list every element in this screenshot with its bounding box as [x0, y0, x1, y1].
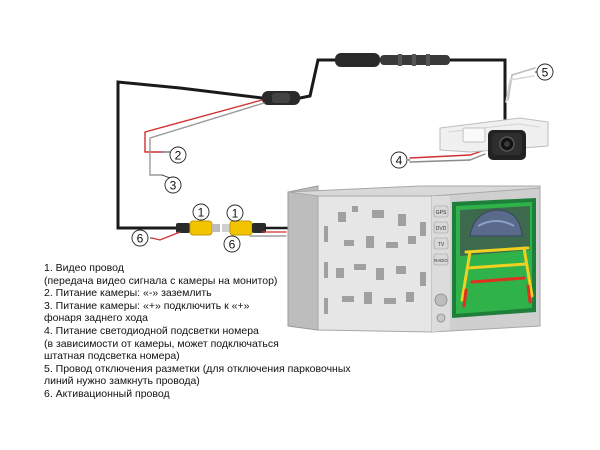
legend-line: фонаря заднего хода — [44, 312, 148, 325]
legend-line: (в зависимости от камеры, может подключа… — [44, 337, 279, 350]
legend-line: линий нужно замкнуть провода) — [44, 375, 200, 388]
car-in-view — [469, 209, 523, 237]
cable-inline-connector-left — [262, 91, 300, 105]
button-tv-label: TV — [438, 242, 445, 248]
callout-6-right: 6 — [223, 235, 241, 253]
callout-1-right: 1 — [226, 204, 244, 222]
marking-disable-wires — [505, 67, 536, 103]
legend-line: 3. Питание камеры: «+» подключить к «+» — [44, 299, 250, 312]
camera-assembly — [439, 117, 549, 160]
volume-knob — [434, 293, 448, 307]
power-wires — [144, 99, 265, 176]
legend-line: 2. Питание камеры: «-» заземлить — [44, 287, 212, 300]
rca-connector-male — [176, 220, 220, 236]
callout-3: 3 — [164, 176, 182, 194]
rca-connector-female — [222, 220, 266, 236]
callout-4: 4 — [390, 151, 408, 169]
camera-body — [488, 130, 526, 160]
callout-2: 2 — [169, 146, 187, 164]
callout-6-left-label: 6 — [137, 232, 144, 246]
parking-guide-lines — [460, 246, 534, 308]
callout-1-left: 1 — [192, 203, 210, 221]
callout-6-right-label: 6 — [229, 238, 236, 252]
button-dvd-label: DVD — [436, 226, 447, 232]
callout-5: 5 — [536, 63, 554, 81]
power-knob — [436, 313, 446, 323]
legend-line: штатная подсветка номера) — [44, 350, 180, 363]
cable-inline-connector-top — [335, 53, 450, 67]
legend-line: 1. Видео провод — [44, 262, 124, 274]
legend-line: 6. Активационный провод — [44, 387, 170, 400]
callout-1-right-label: 1 — [232, 207, 239, 221]
wiring-legend: 1. Видео провод (передача видео сигнала … — [44, 262, 384, 401]
legend-line: 5. Провод отключения разметки (для отклю… — [44, 362, 351, 375]
callout-1-left-label: 1 — [198, 206, 205, 220]
callout-6-left: 6 — [131, 229, 149, 247]
head-unit-buttons: GPS DVD TV RADIO — [433, 205, 448, 323]
callout-3-label: 3 — [170, 179, 177, 193]
legend-line: 4. Питание светодиодной подсветки номера — [44, 324, 259, 337]
callout-5-label: 5 — [542, 66, 549, 80]
button-radio-label: RADIO — [434, 258, 448, 263]
head-unit-screen — [452, 198, 536, 318]
callout-4-label: 4 — [396, 154, 403, 168]
callout-2-label: 2 — [175, 149, 182, 163]
legend-line: (передача видео сигнала с камеры на мони… — [44, 274, 278, 287]
button-gps-label: GPS — [436, 210, 447, 216]
